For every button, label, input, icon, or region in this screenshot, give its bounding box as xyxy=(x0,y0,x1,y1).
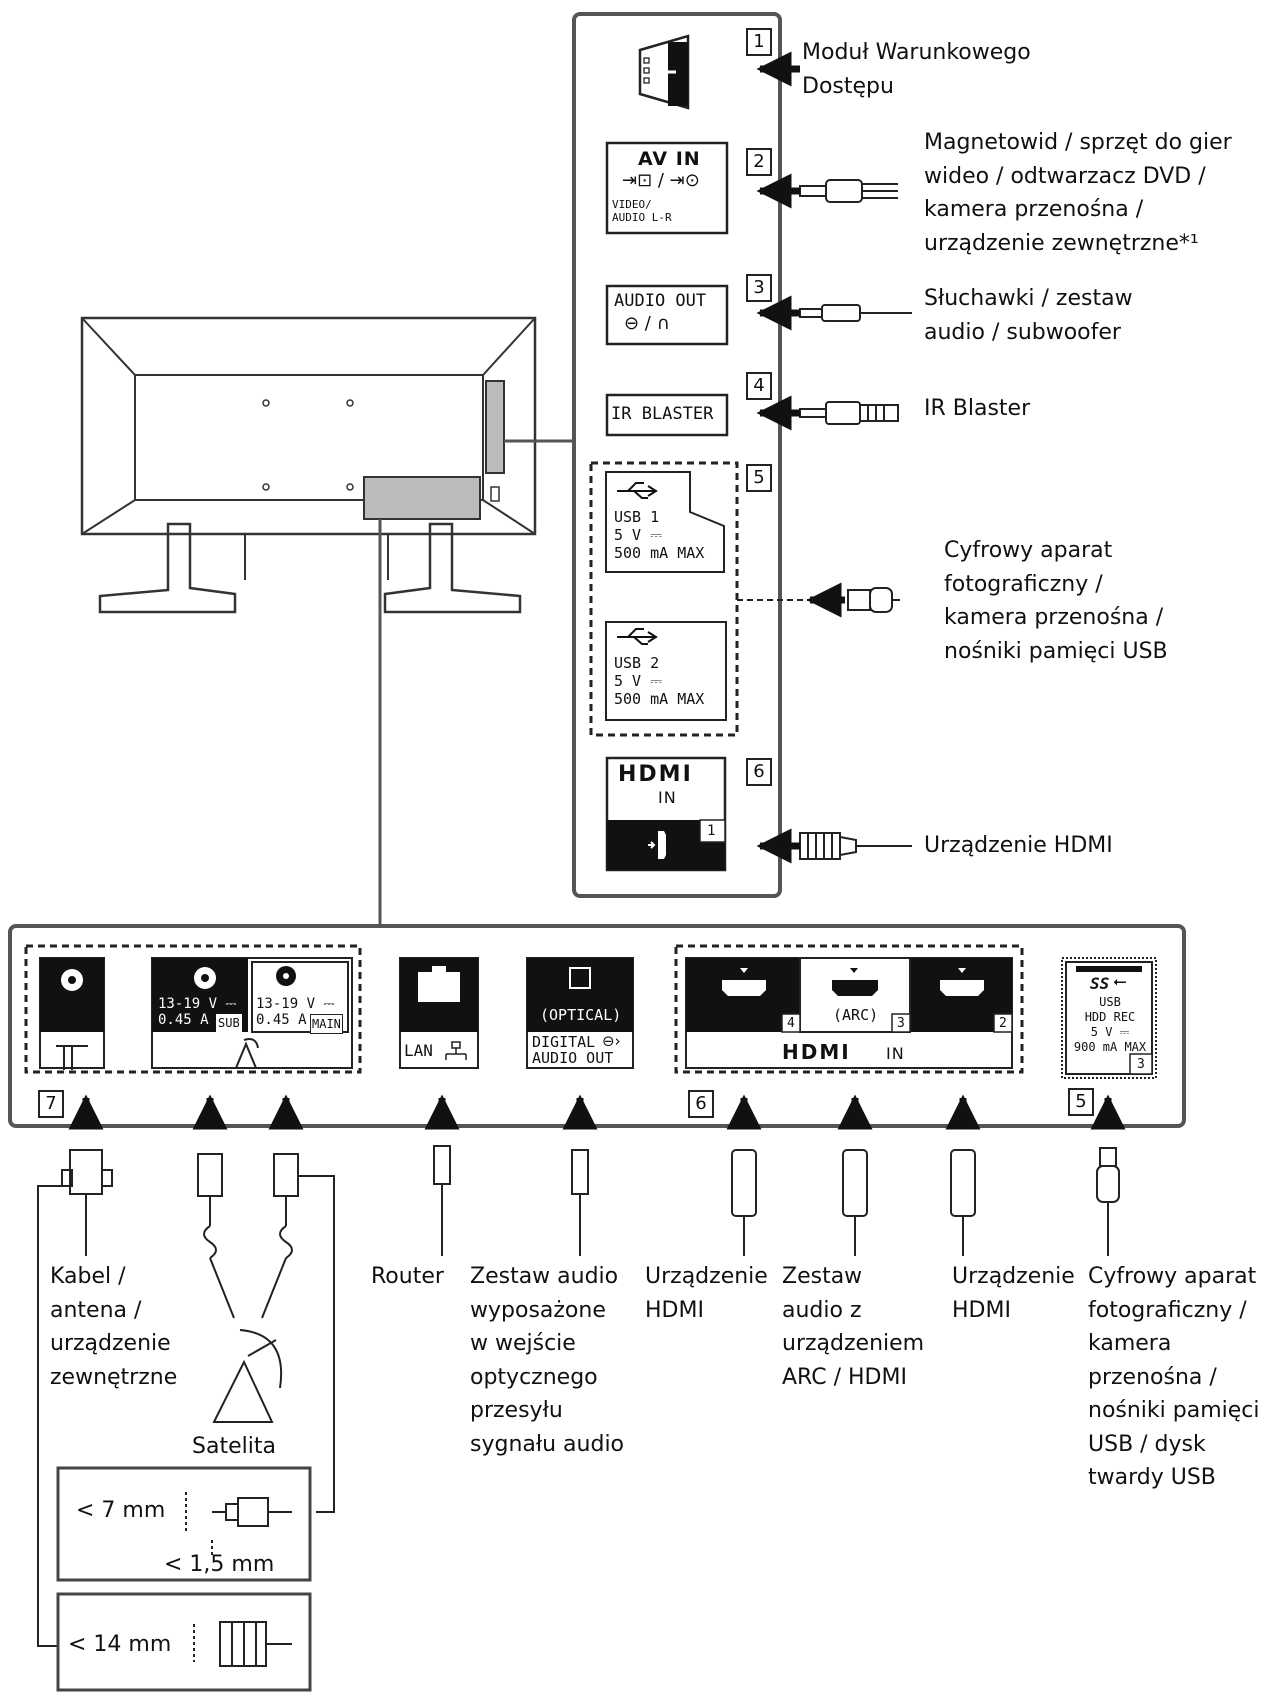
label-hdmi4: Urządzenie HDMI xyxy=(645,1264,768,1323)
label-hdmi3: Zestaw audio z urządzeniem ARC / HDMI xyxy=(782,1264,925,1390)
usb-symbol-icon xyxy=(617,482,658,645)
hdmi-port-4-index: 4 xyxy=(787,1016,795,1031)
dim-ant-height: < 14 mm xyxy=(68,1632,172,1657)
side-label-av: Magnetowid / sprzęt do gier wideo / odtw… xyxy=(924,130,1232,256)
usb-ss-icon: ⭠ xyxy=(1113,972,1127,992)
side-label-cam: Moduł Warunkowego Dostępu xyxy=(802,40,1031,99)
usb-plug-icon xyxy=(847,587,900,613)
ant-connector-dimension-box xyxy=(56,1592,312,1692)
hdmi-side-index: 1 xyxy=(707,823,716,839)
optical-top-label: (OPTICAL) xyxy=(540,1006,622,1024)
connector-dimension-icons xyxy=(185,1492,292,1667)
label-hdmi2: Urządzenie HDMI xyxy=(952,1264,1075,1323)
side-num-4: 4 xyxy=(746,372,772,400)
tv-side-terminal-highlight xyxy=(485,380,505,474)
side-panel-frame xyxy=(572,12,782,898)
tv-bottom-terminal-highlight xyxy=(363,476,481,520)
audio-out-port-label: AUDIO OUT xyxy=(614,291,707,311)
sat-sub-tag: SUB xyxy=(216,1014,242,1032)
side-label-usb: Cyfrowy aparat fotograficzny / kamera pr… xyxy=(944,538,1168,664)
bottom-num-7: 7 xyxy=(38,1090,64,1118)
hdmi-side-in: IN xyxy=(658,788,677,807)
side-label-ir: IR Blaster xyxy=(924,396,1031,421)
usb-hdd-index: 3 xyxy=(1137,1057,1145,1072)
side-label-audio-out: Słuchawki / zestaw audio / subwoofer xyxy=(924,286,1133,345)
label-usb: Cyfrowy aparat fotograficzny / kamera pr… xyxy=(1088,1264,1260,1490)
bottom-cables xyxy=(37,1145,1120,1647)
dim-sat-pin: < 1,5 mm xyxy=(164,1552,275,1577)
ir-blaster-port-label: IR BLASTER xyxy=(611,404,714,424)
bottom-num-6: 6 xyxy=(688,1090,714,1118)
dim-sat-height: < 7 mm xyxy=(76,1498,166,1523)
usb1-port-label: USB 1 5 V ⎓ 500 mA MAX xyxy=(614,508,705,562)
hdmi-bottom-logo: HDMI xyxy=(782,1040,851,1064)
av-in-port-label: AV IN xyxy=(638,148,701,170)
hdmi-bottom-in: IN xyxy=(886,1044,905,1063)
side-num-2: 2 xyxy=(746,148,772,176)
label-antenna: Kabel / antena / urządzenie zewnętrzne xyxy=(50,1264,178,1390)
optical-bottom-label: DIGITAL AUDIO OUT xyxy=(532,1033,614,1067)
av-cable-icon xyxy=(799,179,898,203)
av-in-port-sub: VIDEO/ AUDIO L-R xyxy=(612,198,672,224)
sat-sub-spec: 13-19 V ⎓ 0.45 A xyxy=(158,996,237,1028)
label-optical: Zestaw audio wyposażone w wejście optycz… xyxy=(470,1264,625,1457)
side-num-6: 6 xyxy=(746,758,772,786)
usb-hdd-rec-spec: USB HDD REC 5 V ⎓ 900 mA MAX xyxy=(1073,995,1147,1054)
sat-main-spec: 13-19 V ⎓ 0.45 A xyxy=(256,996,335,1028)
sat-main-tag: MAIN xyxy=(310,1014,343,1034)
hdmi-arc-label: (ARC) xyxy=(833,1006,879,1024)
antenna-symbol-icon xyxy=(56,1045,88,1070)
lan-symbol-icon xyxy=(445,1041,467,1060)
side-num-3: 3 xyxy=(746,274,772,302)
bottom-num-5: 5 xyxy=(1068,1088,1094,1116)
hdmi-port-3-index: 3 xyxy=(897,1016,905,1031)
usb-ss-logo: SS xyxy=(1090,974,1110,993)
usb2-port-label: USB 2 5 V ⎓ 500 mA MAX xyxy=(614,654,705,708)
audio-jack-cable-icon xyxy=(799,304,912,322)
ir-blaster-cable-icon xyxy=(799,401,899,425)
side-label-hdmi: Urządzenie HDMI xyxy=(924,833,1113,858)
optical-out-icon: ⊖› xyxy=(602,1032,621,1050)
audio-out-icons: ⊖ / ∩ xyxy=(624,313,670,334)
hdmi-side-cable-icon xyxy=(799,832,912,860)
lan-port-label: LAN xyxy=(404,1041,433,1060)
cam-slot-icon xyxy=(638,34,690,110)
av-in-icons: ⇥⊡ / ⇥⊙ xyxy=(622,170,700,191)
hdmi-port-2-index: 2 xyxy=(999,1016,1007,1031)
label-satellite: Satelita xyxy=(192,1434,276,1459)
hdmi-side-logo: HDMI xyxy=(618,762,693,787)
side-num-5: 5 xyxy=(746,464,772,492)
satellite-symbol-icon xyxy=(235,1038,259,1069)
tv-rear-view xyxy=(80,316,537,614)
label-router: Router xyxy=(371,1264,444,1289)
side-num-1: 1 xyxy=(746,28,772,56)
